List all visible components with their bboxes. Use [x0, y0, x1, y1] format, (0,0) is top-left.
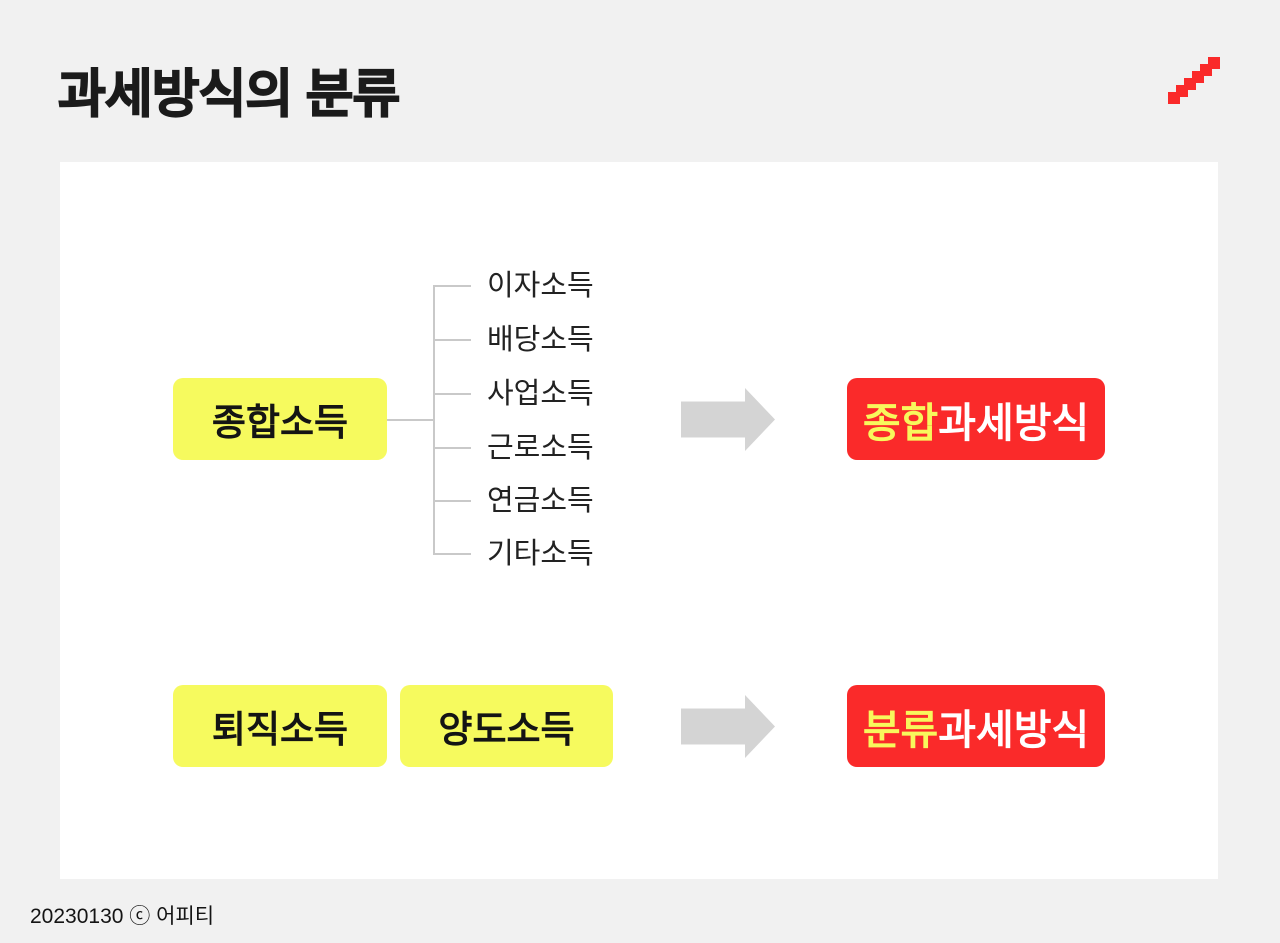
separate-taxation-highlight: 분류: [862, 707, 939, 753]
connector-branch-line: [433, 500, 471, 502]
arrow-right-icon: [681, 695, 775, 758]
connector-branch-line: [433, 285, 471, 287]
income-type-label: 연금소득: [487, 485, 594, 517]
separate-taxation-rest: 과세방식: [938, 707, 1090, 753]
comprehensive-taxation-highlight: 종합: [862, 400, 939, 446]
retirement-income-label: 퇴직소득: [211, 709, 349, 750]
page-title: 과세방식의 분류: [57, 65, 401, 125]
income-type-label: 이자소득: [487, 270, 594, 302]
connector-branch-line: [433, 393, 471, 395]
connector-trunk-line: [387, 419, 433, 421]
retirement-income-box: 퇴직소득: [173, 685, 387, 767]
arrow-right-icon: [681, 388, 775, 451]
stairs-up-icon: [1168, 57, 1220, 104]
connector-branch-line: [433, 339, 471, 341]
transfer-income-box: 양도소득: [400, 685, 613, 767]
connector-vertical-line: [433, 285, 435, 555]
footer-credit: 20230130 ⓒ 어피티: [30, 905, 215, 928]
transfer-income-label: 양도소득: [438, 709, 575, 750]
income-type-label: 배당소득: [487, 324, 594, 356]
income-type-label: 근로소득: [487, 432, 594, 464]
income-type-label: 사업소득: [487, 378, 594, 410]
connector-branch-line: [433, 553, 471, 555]
comprehensive-taxation-rest: 과세방식: [938, 400, 1090, 446]
connector-branch-line: [433, 447, 471, 449]
comprehensive-income-label: 종합소득: [211, 402, 349, 443]
income-type-label: 기타소득: [487, 538, 594, 570]
comprehensive-income-box: 종합소득: [173, 378, 387, 460]
